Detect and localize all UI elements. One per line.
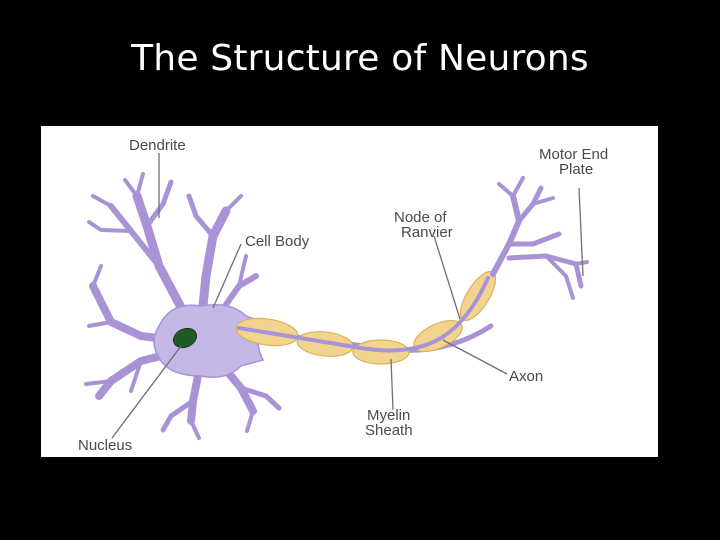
label-cell-body: Cell Body: [245, 233, 310, 250]
label-nucleus: Nucleus: [78, 437, 132, 454]
label-myelin-sheath-line1: Myelin: [367, 407, 410, 424]
nucleus-shape: [172, 327, 198, 349]
label-dendrite: Dendrite: [129, 137, 186, 154]
neuron-diagram: Dendrite Cell Body Nucleus Node of Ranvi…: [41, 126, 658, 457]
label-myelin-sheath-line2: Sheath: [365, 422, 413, 439]
label-axon: Axon: [509, 368, 543, 385]
label-motor-end-plate-line2: Plate: [559, 161, 593, 178]
neuron-illustration: Dendrite Cell Body Nucleus Node of Ranvi…: [78, 137, 608, 454]
cell-body: [153, 304, 265, 378]
axon-terminals: [490, 176, 589, 300]
leader-lines: [111, 153, 584, 439]
slide-title: The Structure of Neurons: [131, 38, 589, 79]
label-node-of-ranvier-line2: Ranvier: [401, 224, 453, 241]
label-node-of-ranvier-line1: Node of: [394, 209, 447, 226]
label-motor-end-plate-line1: Motor End: [539, 146, 608, 163]
